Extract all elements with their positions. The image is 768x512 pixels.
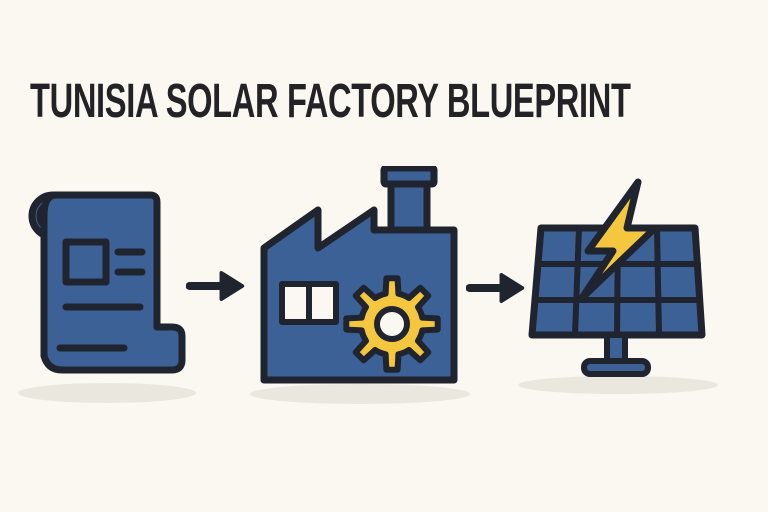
factory-gear-icon xyxy=(260,166,458,384)
scroll-shadow xyxy=(18,383,196,403)
gear-icon xyxy=(343,275,441,373)
chimney-cap xyxy=(380,166,438,188)
arrow-right-icon xyxy=(186,271,245,301)
solar-panel-shadow xyxy=(518,376,718,394)
page-title: TUNISIA SOLAR FACTORY BLUEPRINT xyxy=(30,75,631,128)
solar-panel-lightning-icon xyxy=(528,178,706,377)
blueprint-scroll-icon xyxy=(28,191,186,374)
factory-shadow xyxy=(250,384,470,404)
panel-pole xyxy=(604,332,628,364)
panel-base xyxy=(581,358,651,377)
arrow-right-icon xyxy=(466,273,525,303)
lightning-bolt-icon xyxy=(578,178,659,302)
